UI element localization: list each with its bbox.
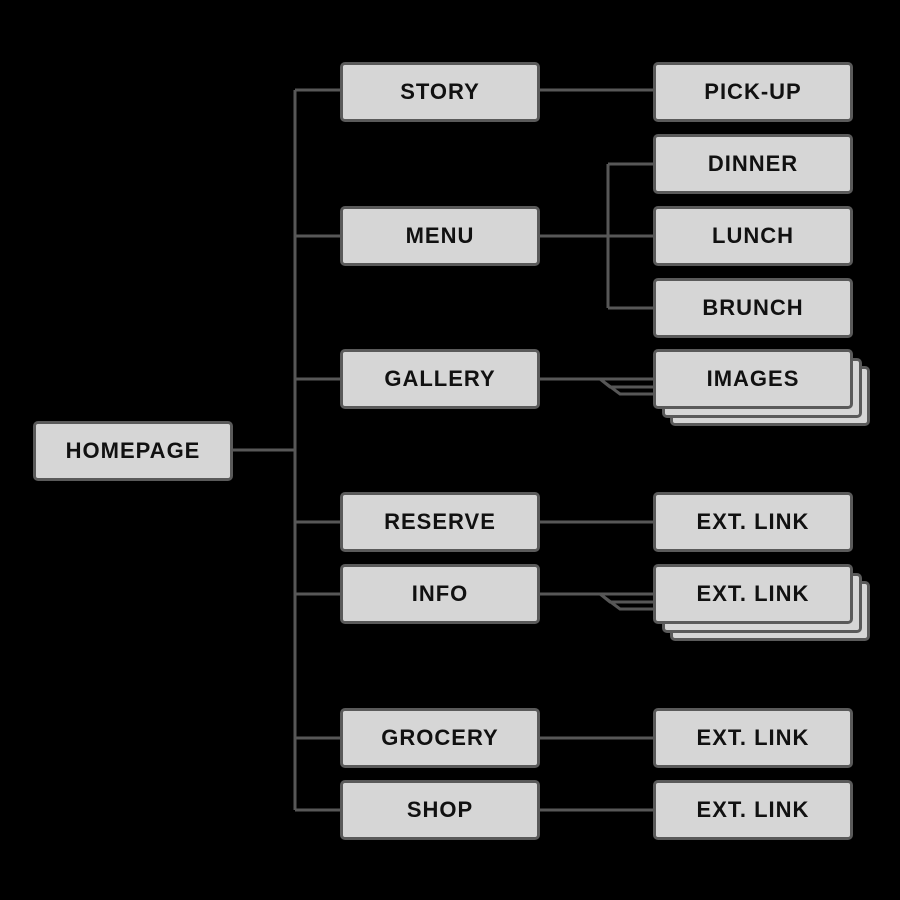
node-grocery-ext-link: EXT. LINK [653,708,853,768]
node-grocery: GROCERY [340,708,540,768]
node-shop-ext-link: EXT. LINK [653,780,853,840]
node-brunch: BRUNCH [653,278,853,338]
node-lunch: LUNCH [653,206,853,266]
node-pick-up: PICK-UP [653,62,853,122]
node-homepage: HOMEPAGE [33,421,233,481]
node-story: STORY [340,62,540,122]
node-reserve: RESERVE [340,492,540,552]
node-dinner: DINNER [653,134,853,194]
node-gallery: GALLERY [340,349,540,409]
node-menu: MENU [340,206,540,266]
node-reserve-ext-link: EXT. LINK [653,492,853,552]
node-shop: SHOP [340,780,540,840]
node-info: INFO [340,564,540,624]
node-info-ext-link: EXT. LINK [653,564,853,624]
node-images: IMAGES [653,349,853,409]
